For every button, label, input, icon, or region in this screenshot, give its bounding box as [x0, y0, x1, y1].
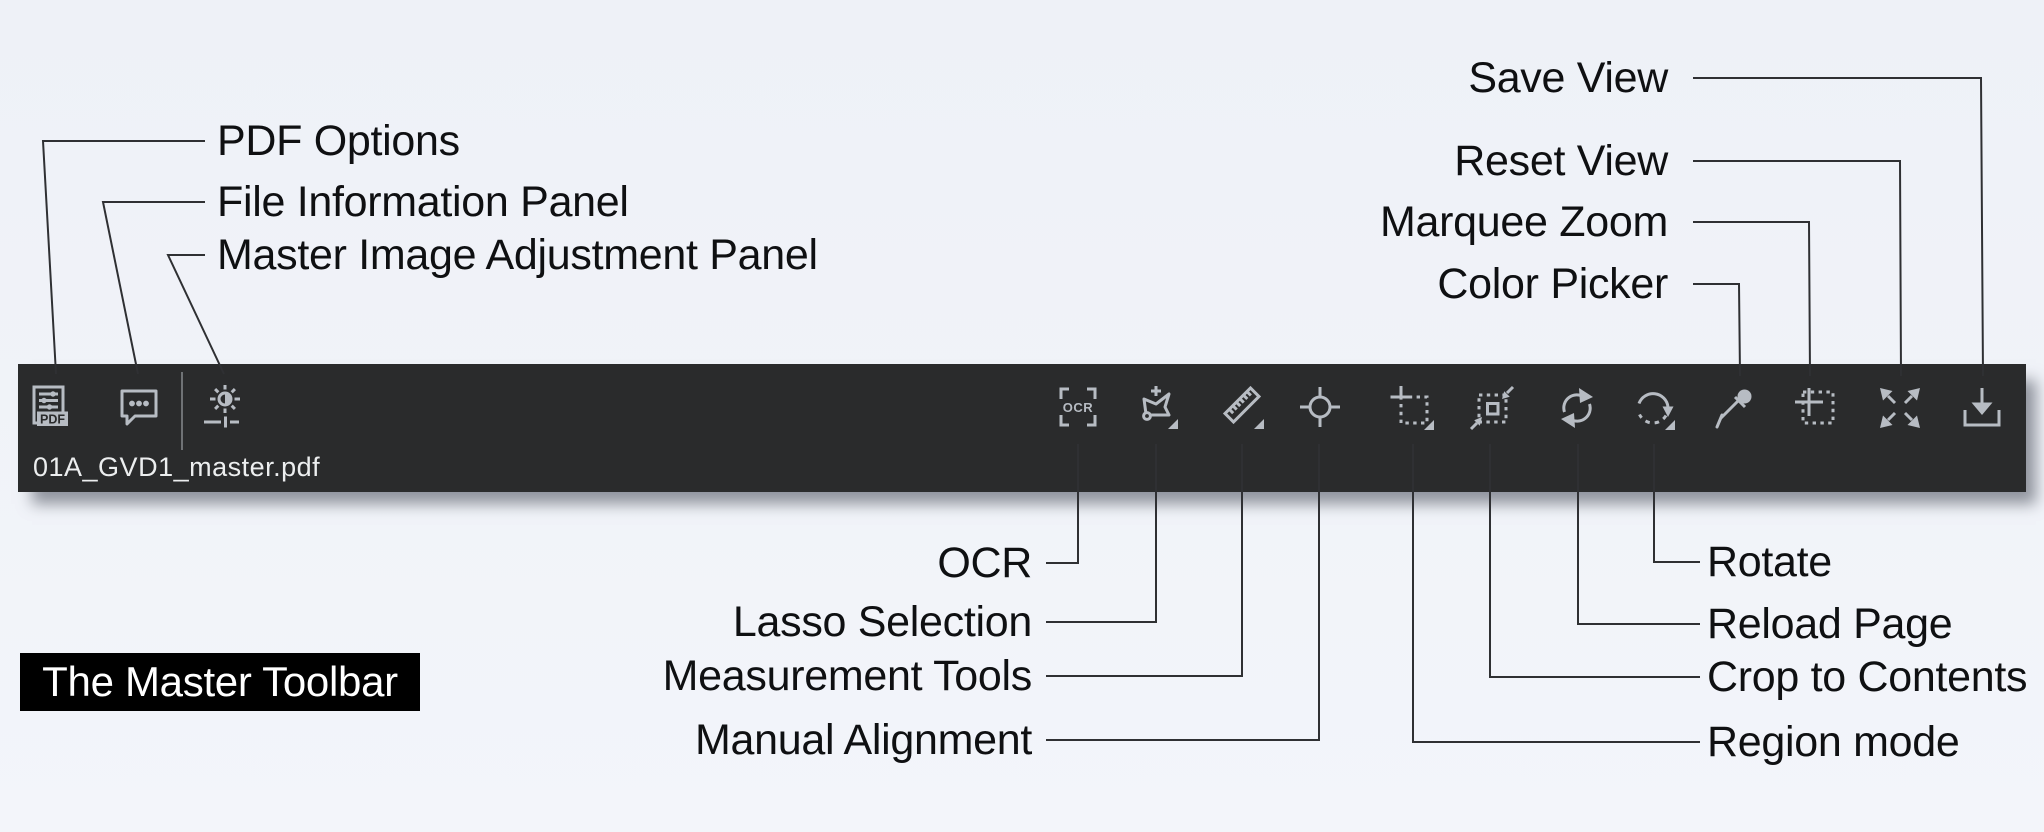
master-image-adjustment-button[interactable] — [201, 384, 249, 432]
file-information-icon — [120, 389, 158, 426]
callout-line-color-picker — [1693, 283, 1741, 377]
rotate-button[interactable] — [1629, 384, 1677, 432]
color-picker-button[interactable] — [1709, 384, 1757, 432]
marquee-zoom-icon — [1795, 388, 1835, 425]
callout-label-file-information: File Information Panel — [217, 177, 629, 226]
callout-label-manual-alignment: Manual Alignment — [694, 715, 1032, 764]
reset-view-button[interactable] — [1876, 384, 1924, 432]
callout-line-reset-view — [1693, 160, 1902, 377]
save-view-button[interactable] — [1958, 384, 2006, 432]
lasso-selection-icon — [1142, 386, 1178, 429]
ocr-icon: OCR — [1059, 387, 1097, 427]
file-information-button[interactable] — [115, 384, 163, 432]
callout-line-marquee-zoom — [1693, 221, 1811, 377]
callout-label-lasso-selection: Lasso Selection — [732, 597, 1032, 646]
master-image-adjustment-icon — [204, 385, 240, 428]
document-filename: 01A_GVD1_master.pdf — [33, 452, 321, 482]
reset-view-icon — [1880, 388, 1920, 428]
toolbar-separator — [181, 372, 183, 450]
svg-text:PDF: PDF — [40, 413, 65, 427]
callout-label-marquee-zoom: Marquee Zoom — [1380, 197, 1668, 246]
marquee-zoom-button[interactable] — [1791, 384, 1839, 432]
dropdown-indicator — [1168, 419, 1178, 429]
region-mode-icon — [1390, 386, 1434, 430]
lasso-selection-button[interactable] — [1133, 384, 1181, 432]
region-mode-button[interactable] — [1388, 384, 1436, 432]
callout-label-reset-view: Reset View — [1454, 136, 1668, 185]
callout-label-measurement-tools: Measurement Tools — [662, 651, 1033, 700]
measurement-tools-button[interactable] — [1219, 384, 1267, 432]
reload-page-icon — [1561, 388, 1593, 428]
callout-label-color-picker: Color Picker — [1437, 259, 1668, 308]
pdf-options-icon: PDF — [32, 385, 68, 427]
callout-line-file-information — [101, 201, 205, 375]
manual-alignment-button[interactable] — [1296, 384, 1344, 432]
svg-text:OCR: OCR — [1063, 400, 1094, 415]
callout-label-pdf-options: PDF Options — [217, 116, 460, 165]
callout-label-ocr: OCR — [937, 538, 1032, 587]
callout-label-save-view: Save View — [1468, 53, 1668, 102]
manual-alignment-icon — [1300, 387, 1340, 427]
callout-label-reload-page: Reload Page — [1707, 599, 1953, 648]
measurement-tools-icon — [1222, 385, 1264, 429]
callout-label-region-mode: Region mode — [1707, 717, 1960, 766]
crop-to-contents-button[interactable] — [1468, 384, 1516, 432]
dropdown-indicator — [1424, 420, 1434, 430]
rotate-icon — [1637, 392, 1675, 430]
figure-caption: The Master Toolbar — [20, 653, 420, 711]
dropdown-indicator — [1665, 420, 1675, 430]
callout-label-rotate: Rotate — [1707, 537, 1832, 586]
callout-line-pdf-options — [41, 140, 205, 375]
callout-label-crop-to-contents: Crop to Contents — [1707, 652, 2028, 701]
master-toolbar: PDF — [18, 364, 2026, 492]
save-view-icon — [1963, 388, 2001, 427]
crop-to-contents-icon — [1469, 385, 1515, 431]
dropdown-indicator — [1254, 419, 1264, 429]
ocr-button[interactable]: OCR — [1054, 384, 1102, 432]
callout-line-master-image-adjustment — [166, 254, 225, 375]
reload-page-button[interactable] — [1553, 384, 1601, 432]
pdf-options-button[interactable]: PDF — [27, 384, 75, 432]
callout-label-master-image-adjustment: Master Image Adjustment Panel — [217, 230, 818, 279]
callout-line-save-view — [1693, 77, 1984, 377]
color-picker-icon — [1715, 389, 1752, 429]
